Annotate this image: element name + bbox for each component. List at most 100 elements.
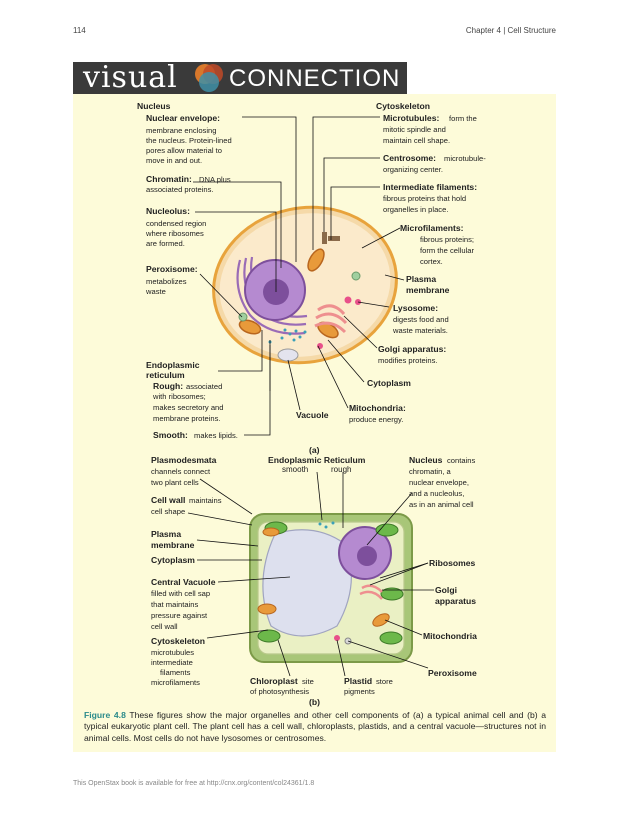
plant-nucleus-desc: nuclear envelope, — [409, 478, 469, 487]
plant-plasmodesmata-desc: channels connect — [151, 467, 211, 476]
plant-cell-wall-term: Cell wall — [151, 495, 185, 505]
plant-cytoplasm: Cytoplasm — [151, 555, 195, 565]
caption-label: Figure 4.8 — [84, 710, 126, 720]
animal-rough-desc: makes secretory and — [153, 403, 223, 412]
animal-cytoplasm: Cytoplasm — [367, 378, 411, 388]
plant-panel-label: (b) — [309, 697, 320, 707]
animal-intermediate-desc: organelles in place. — [383, 205, 448, 214]
plant-nucleus-desc: contains — [447, 456, 475, 465]
plant-er-smooth: smooth — [282, 465, 308, 474]
chloroplasts — [257, 521, 404, 645]
plant-plastid-desc: store — [376, 677, 393, 686]
animal-plasma-membrane: membrane — [406, 285, 450, 295]
animal-chromatin-term: Chromatin: — [146, 174, 192, 184]
plant-chloroplast-term: Chloroplast — [250, 676, 298, 686]
animal-nucleolus-term: Nucleolus: — [146, 206, 190, 216]
animal-mitochondria-term: Mitochondria: — [349, 403, 406, 413]
animal-rough-desc: with ribosomes; — [152, 392, 206, 401]
animal-peroxisome-desc: waste — [145, 287, 166, 296]
animal-lysosome-desc: digests food and — [393, 315, 449, 324]
plant-er-term: Endoplasmic Reticulum — [268, 455, 366, 465]
caption-text: These figures show the major organelles … — [84, 710, 547, 743]
plant-cytoskeleton-desc: microtubules — [151, 648, 194, 657]
animal-er-title: Endoplasmic — [146, 360, 200, 370]
animal-microtubules-desc: form the — [449, 114, 477, 123]
animal-nuclear-envelope-desc: the nucleus. Protein-lined — [146, 136, 232, 145]
plant-central-vacuole-term: Central Vacuole — [151, 577, 216, 587]
plant-golgi: Golgi — [435, 585, 457, 595]
animal-cytoskeleton-title: Cytoskeleton — [376, 101, 430, 111]
footer-note: This OpenStax book is available for free… — [73, 780, 315, 787]
animal-golgi-desc: modifies proteins. — [378, 356, 438, 365]
animal-intermediate-term: Intermediate filaments: — [383, 182, 477, 192]
animal-golgi — [314, 304, 348, 334]
animal-lysosome-term: Lysosome: — [393, 303, 438, 313]
animal-nuclear-envelope-desc: move in and out. — [146, 156, 202, 165]
animal-chromatin-desc: associated proteins. — [146, 185, 214, 194]
animal-rough-desc: membrane proteins. — [153, 414, 221, 423]
page-number: 114 — [73, 26, 86, 35]
animal-nucleolus-desc: are formed. — [146, 239, 185, 248]
animal-rough-term: Rough: — [153, 381, 183, 391]
plant-plastid-term: Plastid — [344, 676, 372, 686]
animal-golgi-term: Golgi apparatus: — [378, 344, 446, 354]
plant-chloroplast-desc: of photosynthesis — [250, 687, 309, 696]
plant-cytoskeleton-desc: intermediate — [151, 658, 193, 667]
plant-cytoskeleton-term: Cytoskeleton — [151, 636, 205, 646]
plant-mitochondria — [257, 527, 390, 627]
animal-peroxisome-term: Peroxisome: — [146, 264, 198, 274]
animal-nuclear-envelope-term: Nuclear envelope: — [146, 113, 220, 123]
animal-microtubules-desc: maintain cell shape. — [383, 136, 450, 145]
banner-visual-text: visual — [83, 60, 178, 95]
animal-mitochondria-desc: produce energy. — [349, 415, 403, 424]
animal-er-title: reticulum — [146, 370, 185, 380]
plant-central-vacuole-desc: that maintains — [151, 600, 198, 609]
animal-nuclear-envelope-desc: membrane enclosing — [146, 126, 217, 135]
animal-microfilaments-desc: form the cellular — [420, 246, 474, 255]
animal-peroxisome-desc: metabolizes — [146, 277, 187, 286]
animal-centrosome-term: Centrosome: — [383, 153, 436, 163]
animal-smooth-term: Smooth: — [153, 430, 188, 440]
visual-connection-banner: visual CONNECTION — [73, 62, 407, 94]
plant-cytoskeleton-desc: microfilaments — [151, 678, 200, 687]
animal-rough-desc: associated — [186, 382, 222, 391]
banner-connection-text: CONNECTION — [229, 65, 401, 92]
plant-cell-wall-desc: maintains — [189, 496, 222, 505]
plant-peroxisome: Peroxisome — [428, 668, 477, 678]
plant-nucleus-term: Nucleus — [409, 455, 443, 465]
animal-centrosome-desc: microtubule- — [444, 154, 486, 163]
animal-cell — [212, 205, 398, 365]
animal-ribosomes — [268, 328, 307, 344]
plant-cell-wall-desc: cell shape — [151, 507, 185, 516]
animal-nucleolus-desc: condensed region — [146, 219, 206, 228]
animal-microfilaments-term: Microfilaments: — [400, 223, 464, 233]
plant-plasma-membrane: membrane — [151, 540, 195, 550]
animal-leader-lines — [193, 116, 405, 436]
animal-microtubules-term: Microtubules: — [383, 113, 439, 123]
plant-ribosomes: Ribosomes — [429, 558, 476, 568]
animal-lysosome-desc: waste materials. — [392, 326, 448, 335]
animal-centrosome-desc: organizing center. — [383, 165, 443, 174]
plant-cell — [249, 513, 413, 663]
animal-vacuole: Vacuole — [296, 410, 329, 420]
animal-microtubules-desc: mitotic spindle and — [383, 125, 446, 134]
plant-plasmodesmata-term: Plasmodesmata — [151, 455, 217, 465]
plant-leader-lines — [187, 471, 434, 677]
plant-cytoskeleton-desc: filaments — [160, 668, 191, 677]
plant-plasma-membrane: Plasma — [151, 529, 181, 539]
chapter-header: Chapter 4 | Cell Structure — [465, 26, 556, 35]
plant-mitochondria: Mitochondria — [423, 631, 477, 641]
plant-central-vacuole-desc: pressure against — [151, 611, 208, 620]
venn-logo-icon — [195, 64, 223, 92]
plant-central-vacuole-desc: filled with cell sap — [151, 589, 210, 598]
figure-caption: Figure 4.8 These figures show the major … — [84, 710, 546, 744]
central-vacuole-shape — [262, 529, 352, 637]
animal-nucleus-title: Nucleus — [137, 101, 171, 111]
animal-microfilaments-desc: cortex. — [420, 257, 443, 266]
animal-panel-label: (a) — [309, 445, 320, 455]
plant-nucleus-desc: chromatin, a — [409, 467, 452, 476]
plant-plasmodesmata-desc: two plant cells — [151, 478, 199, 487]
plant-chloroplast-desc: site — [302, 677, 314, 686]
animal-nuclear-envelope-desc: pores allow material to — [146, 146, 222, 155]
animal-microfilaments-desc: fibrous proteins; — [420, 235, 474, 244]
